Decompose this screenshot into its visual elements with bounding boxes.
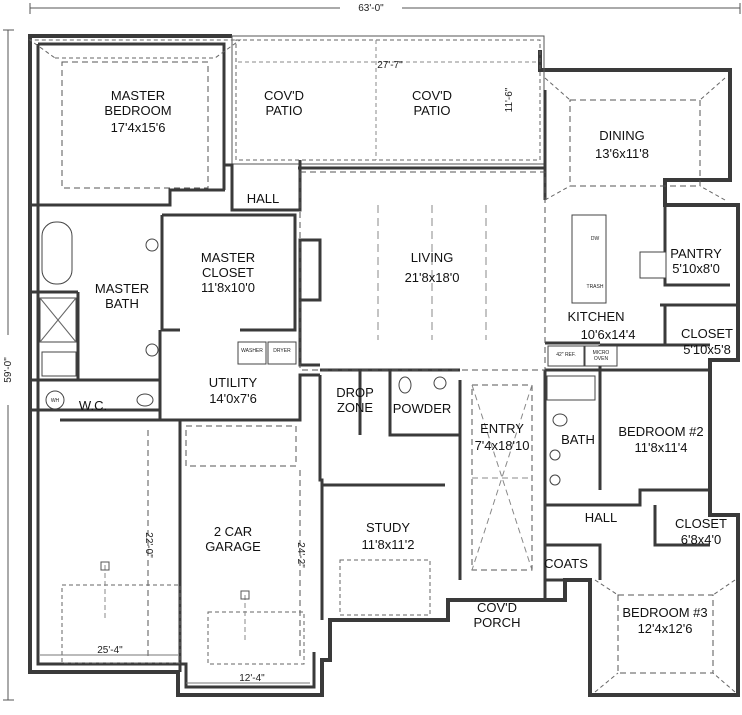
water-heater-icon xyxy=(45,390,65,410)
garage-dimensions: 22'-0" 24'-2" 25'-4" 12'-4" xyxy=(40,532,310,684)
overall-width-label: 63'-0" xyxy=(358,3,384,14)
sink-icon xyxy=(549,449,561,461)
dining-size: 13'6x11'8 xyxy=(595,146,649,161)
overall-depth-label: 59'-0" xyxy=(3,357,14,383)
svg-text:DW: DW xyxy=(591,236,600,242)
dryer-icon xyxy=(267,341,297,365)
kitchen-name: KITCHEN xyxy=(567,309,624,324)
sink-icon xyxy=(433,376,447,390)
living-name: LIVING xyxy=(411,250,454,265)
sink-icon xyxy=(549,474,561,486)
patio-depth-dimension: 11'-6" xyxy=(504,87,515,112)
hall-upper-name: HALL xyxy=(247,191,280,206)
garage-depth-right-label: 24'-2" xyxy=(295,542,306,568)
dining-name: DINING xyxy=(599,128,645,143)
sink-icon xyxy=(145,238,159,252)
closet-right-size: 5'10x5'8 xyxy=(683,342,731,357)
svg-text:WH: WH xyxy=(51,398,60,404)
coats-name: COATS xyxy=(544,556,588,571)
bedroom2-name: BEDROOM #2 xyxy=(618,424,703,439)
wc-name: W.C. xyxy=(79,398,107,413)
study-size: 11'8x11'2 xyxy=(362,537,415,552)
overall-width-dimension: 63'-0" xyxy=(29,1,741,14)
toilet-icon xyxy=(136,393,154,407)
hall-lower-name: HALL xyxy=(585,510,618,525)
garage-width-label: 25'-4" xyxy=(97,645,123,656)
bedroom3-size: 12'4x12'6 xyxy=(638,621,693,636)
powder-name: POWDER xyxy=(393,401,452,416)
bench-icon xyxy=(41,351,77,377)
pantry-size: 5'10x8'0 xyxy=(672,261,720,276)
master-closet-size: 11'8x10'0 xyxy=(201,280,255,295)
bedroom3-name: BEDROOM #3 xyxy=(622,605,707,620)
entry-size: 7'4x18'10 xyxy=(475,438,530,453)
kitchen-island-icon xyxy=(571,214,607,304)
svg-text:42" REF.: 42" REF. xyxy=(556,352,576,358)
toilet-icon xyxy=(398,376,412,394)
entry-name: ENTRY xyxy=(480,421,524,436)
cooktop-icon xyxy=(639,251,667,279)
garage-depth-left-label: 22'-0" xyxy=(143,532,154,558)
micro-oven-icon xyxy=(584,345,618,367)
bathtub-icon xyxy=(41,221,73,285)
refrigerator-icon xyxy=(547,345,585,367)
closet-right-name: CLOSET xyxy=(681,326,733,341)
svg-text:WASHER: WASHER xyxy=(241,348,263,354)
kitchen-size: 10'6x14'4 xyxy=(581,327,636,342)
closet-lower-name: CLOSET xyxy=(675,516,727,531)
bathtub-icon xyxy=(546,375,596,401)
washer-icon xyxy=(237,341,267,365)
bedroom2-size: 11'8x11'4 xyxy=(635,440,688,455)
interior-walls xyxy=(30,90,738,672)
garage-door-width-label: 12'-4" xyxy=(239,673,265,684)
sink-icon xyxy=(145,343,159,357)
study-name: STUDY xyxy=(366,520,410,535)
svg-text:TRASH: TRASH xyxy=(587,284,604,290)
patio-width-dimension: 27'-7" xyxy=(377,60,403,71)
overall-depth-dimension: 59'-0" xyxy=(1,29,14,701)
master-bedroom-size: 17'4x15'6 xyxy=(111,120,166,135)
closet-lower-size: 6'8x4'0 xyxy=(681,532,721,547)
svg-text:DRYER: DRYER xyxy=(273,348,291,354)
utility-size: 14'0x7'6 xyxy=(209,391,257,406)
bath-name: BATH xyxy=(561,432,595,447)
toilet-icon xyxy=(552,413,568,427)
utility-name: UTILITY xyxy=(209,375,258,390)
living-size: 21'8x18'0 xyxy=(405,270,460,285)
pantry-name: PANTRY xyxy=(670,246,722,261)
ceiling-outlines xyxy=(28,39,736,693)
